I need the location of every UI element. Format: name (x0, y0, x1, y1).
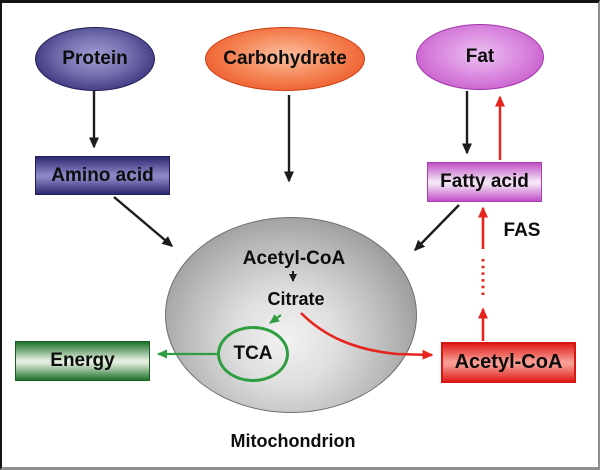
node-protein: Protein (35, 27, 155, 91)
mitochondrion-caption: Mitochondrion (230, 430, 356, 451)
fas-enzyme-label: FAS (503, 220, 541, 241)
node-protein-label: Protein (62, 48, 128, 69)
node-tca: TCA (217, 326, 289, 382)
node-energy-label: Energy (50, 350, 115, 371)
arrow-amino-acid-to-mitochondrion (113, 196, 174, 247)
node-cytosol-acetyl-coa-label: Acetyl-CoA (454, 351, 563, 373)
node-cytosol-acetyl-coa: Acetyl-CoA (441, 342, 576, 383)
arrow-fatty-acid-to-mitochondrion (413, 204, 460, 252)
node-fatty-acid-label: Fatty acid (440, 171, 529, 192)
node-tca-label: TCA (233, 343, 273, 364)
node-citrate: Citrate (267, 289, 325, 309)
node-fat-label: Fat (465, 46, 495, 67)
node-energy: Energy (15, 341, 150, 381)
node-carbohydrate-label: Carbohydrate (223, 48, 347, 69)
node-amino-acid: Amino acid (35, 156, 170, 195)
node-amino-acid-label: Amino acid (51, 164, 154, 186)
node-fat: Fat (416, 24, 544, 90)
node-fatty-acid: Fatty acid (427, 162, 542, 202)
node-mito-acetyl-coa: Acetyl-CoA (242, 248, 346, 269)
node-carbohydrate: Carbohydrate (205, 27, 365, 91)
mitochondrion-ellipse (165, 217, 417, 413)
